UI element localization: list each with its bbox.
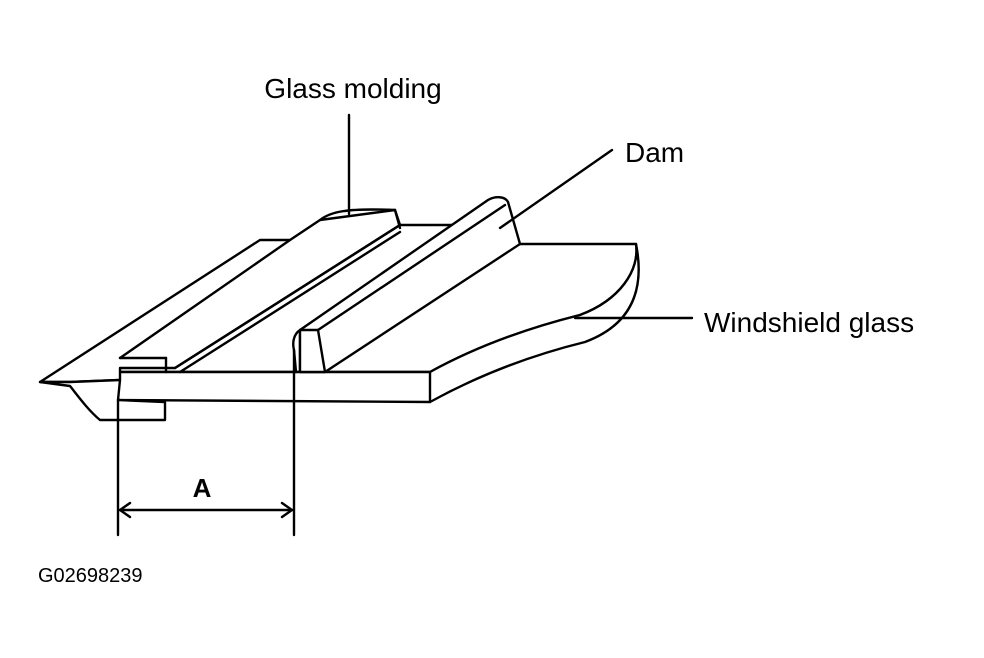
dimension-a-label: A <box>193 473 212 503</box>
glass-molding-shape <box>38 208 462 422</box>
glass-molding-label: Glass molding <box>264 73 441 104</box>
dam-label: Dam <box>625 137 684 168</box>
dimension-a-left-arrow <box>118 501 132 519</box>
dam-leader <box>498 148 614 230</box>
windshield-glass-label: Windshield glass <box>704 307 914 338</box>
dam-shape <box>292 196 522 374</box>
dimension-a: A <box>116 348 296 537</box>
dimension-a-right-arrow <box>280 501 294 519</box>
figure-code: G02698239 <box>38 565 143 587</box>
